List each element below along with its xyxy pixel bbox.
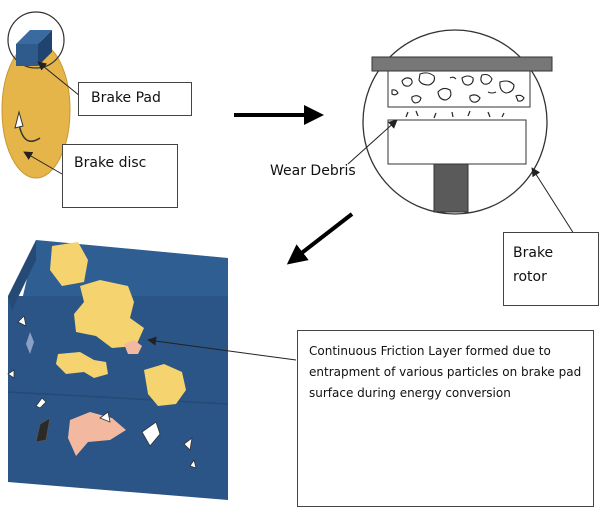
brake-pad-label: Brake Pad (78, 82, 192, 116)
friction-pink-spot (124, 340, 142, 354)
brake-rotor-label: Brake rotor (503, 232, 599, 306)
rotation-arrowhead-icon (14, 110, 24, 129)
process-arrow-down-left (286, 212, 354, 265)
rotor-shaft (433, 163, 469, 213)
wear-grooves (7, 315, 197, 469)
friction-layer-patches (50, 242, 186, 406)
brake-rotor-label-line2: rotor (513, 269, 547, 285)
brake-pad-block (16, 30, 52, 66)
friction-particles (391, 72, 525, 104)
wear-debris-leader (347, 119, 398, 165)
brake-disc-leader (23, 151, 63, 175)
brake-disc-label: Brake disc (62, 144, 178, 208)
wear-debris-particles (405, 110, 505, 119)
pad-backplate (371, 56, 553, 72)
pad-surface-block (7, 240, 229, 500)
pad-side-edge (8, 240, 36, 310)
brake-pad-callout-circle (7, 11, 65, 69)
zoomed-contact-view (362, 29, 553, 215)
brake-rotor-leader (531, 167, 575, 235)
friction-material (387, 70, 531, 108)
wear-debris-label: Wear Debris (270, 163, 356, 179)
brake-rotor-label-line1: Brake (513, 245, 554, 261)
friction-layer-label: Continuous Friction Layer formed due to … (297, 330, 594, 507)
brake-disc-illustration (1, 11, 71, 179)
friction-layer-leader (147, 336, 297, 361)
rotor-face (387, 119, 527, 165)
brake-pad-leader (37, 61, 81, 97)
